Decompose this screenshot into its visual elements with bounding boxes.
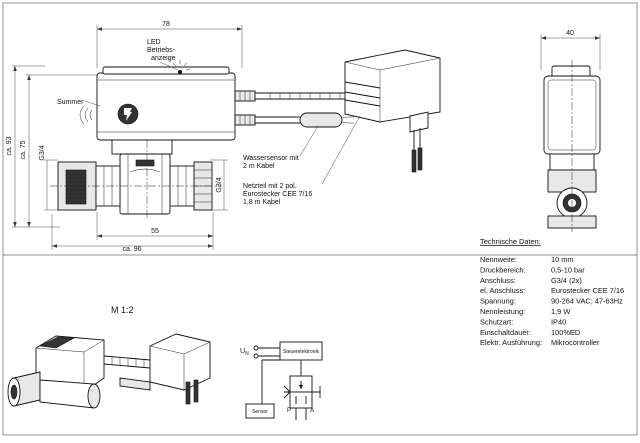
controller-block-label: Steuerelektronik — [283, 349, 320, 355]
spec-label: Anschluss: — [480, 276, 516, 285]
port-a-label: A — [310, 407, 315, 414]
scale-label: M 1:2 — [111, 305, 134, 315]
spec-label: Spannung: — [480, 297, 516, 306]
sensor-callout-line1: Wassersensor mit — [243, 155, 299, 162]
specs-table: Nennweite: 10 mm Druckbereich: 0,5-10 barAn… — [480, 255, 624, 347]
perspective-view: M 1:2 — [7, 305, 211, 409]
spec-value: 0,5-10 bar — [551, 265, 585, 274]
thread-label-left: G3/4 — [39, 145, 46, 160]
led-callout-line2: Betriebs- — [147, 47, 176, 54]
specs-heading: Technische Daten: — [480, 237, 541, 246]
side-housing — [543, 75, 601, 155]
dimension-55: 55 — [151, 228, 159, 235]
sensor-block-label: Sensor — [252, 409, 268, 415]
spec-value: G3/4 (2x) — [551, 276, 582, 285]
spec-label: Druckbereich: — [480, 265, 526, 274]
psu-callout-line3: 1,8 m Kabel — [243, 199, 281, 206]
dimension-40: 40 — [566, 30, 574, 37]
spec-value: 1,9 W — [551, 307, 570, 316]
spec-label: Nennweite: — [480, 255, 517, 264]
psu-callout-line1: Netzteil mit 2 pol. — [243, 183, 297, 190]
sheet-border — [2, 2, 638, 436]
port-p-label: P — [287, 407, 291, 414]
spec-label: Elektr. Ausführung: — [480, 338, 542, 347]
spec-value: IP40 — [551, 317, 566, 326]
led-indicator-icon — [178, 70, 182, 74]
dimension-78: 78 — [162, 21, 170, 28]
callouts: LED Betriebs- anzeige Summer Wassersenso… — [57, 39, 361, 206]
schematic-voltage-label: UN — [240, 348, 249, 357]
spec-label: Einschaltdauer: — [480, 328, 531, 337]
spec-value: Eurostecker CEE 7/16 — [551, 286, 624, 295]
dimension-ca96: ca. 96 — [122, 246, 141, 253]
thread-label-right: G3/4 — [216, 177, 223, 192]
front-view: 78 ca. 93 ca. 75 G3/4 G3/4 55 ca. 96 — [6, 21, 441, 253]
spec-value: 90-264 VAC; 47-63Hz — [551, 297, 623, 306]
dimension-ca75: ca. 75 — [20, 140, 27, 159]
led-callout-line3: anzeige — [151, 55, 176, 62]
valve-body — [111, 139, 173, 155]
sensor-callout-line2: 2 m Kabel — [243, 163, 275, 170]
led-callout-line1: LED — [147, 39, 161, 46]
controller-housing — [96, 72, 236, 141]
spec-value: Mikrocontroller — [551, 338, 600, 347]
spec-value: 100%ED — [551, 328, 580, 337]
side-view: 40 — [540, 30, 601, 232]
spec-label: Nennleistung: — [480, 307, 525, 316]
spec-value: 10 mm — [551, 255, 574, 264]
sensor-block — [245, 403, 275, 419]
spec-label: Schutzart: — [480, 317, 513, 326]
technical-specs: Technische Daten: Nennweite: 10 mm Druckbe… — [480, 237, 624, 347]
water-sensor-probe — [299, 112, 343, 128]
spec-label: el. Anschluss: — [480, 286, 525, 295]
wiring-schematic: UN Steuerelektronik Sensor P A — [240, 341, 323, 420]
buzzer-callout: Summer — [57, 99, 84, 106]
dimension-ca93: ca. 93 — [6, 136, 13, 155]
sensor-cable — [255, 116, 300, 124]
psu-callout-line2: Eurostecker CEE 7/16 — [243, 191, 312, 198]
buzzer-icon — [79, 105, 93, 125]
